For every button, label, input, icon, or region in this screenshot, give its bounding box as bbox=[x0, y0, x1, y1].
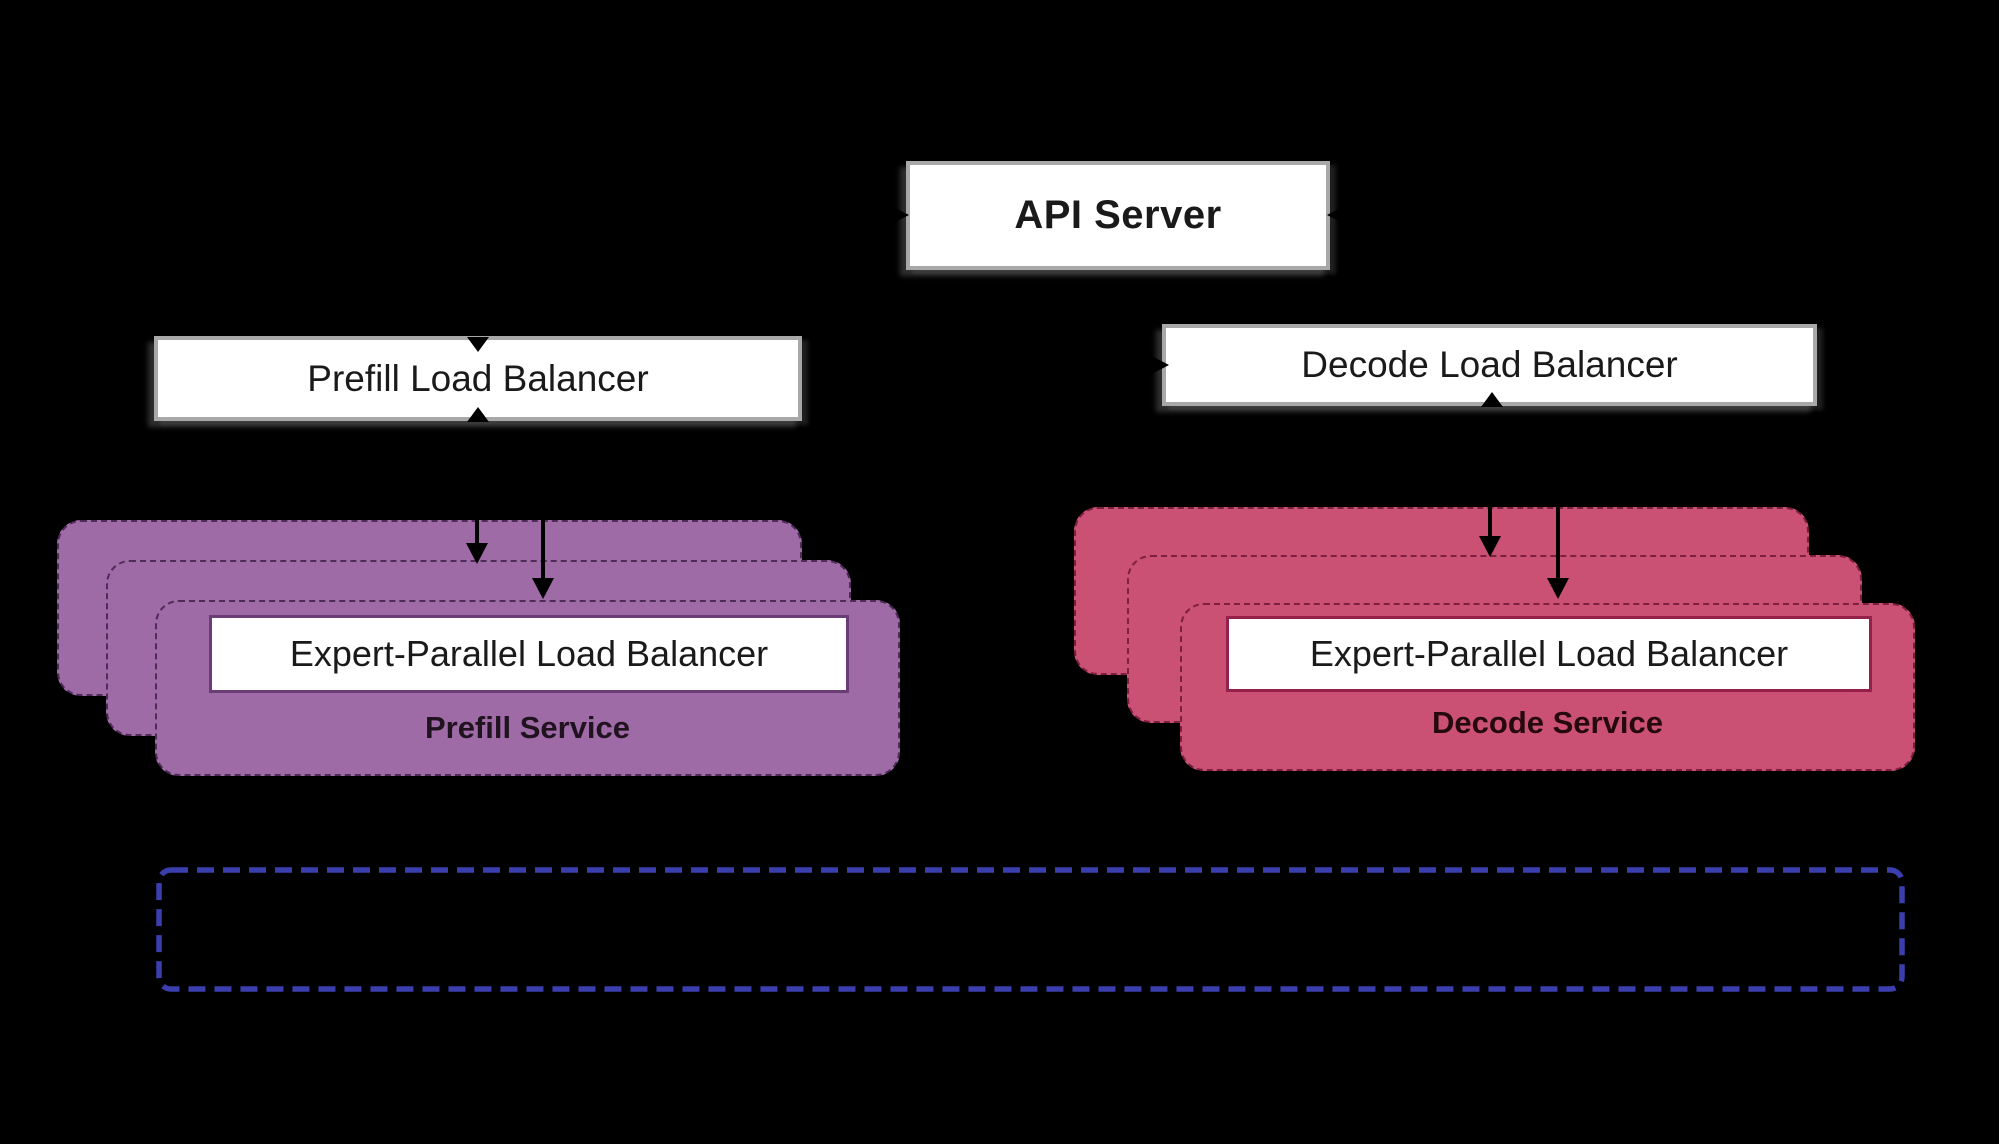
arrow-head-prefill-2-icon bbox=[532, 578, 554, 599]
decode-load-balancer-label: Decode Load Balancer bbox=[1301, 344, 1678, 385]
prefill-eplb-label: Expert-Parallel Load Balancer bbox=[289, 633, 769, 674]
arrow-into-api-right-icon bbox=[1327, 203, 1350, 227]
decode-eplb-label: Expert-Parallel Load Balancer bbox=[1309, 633, 1789, 674]
arrow-into-decode-lb-bottom-icon bbox=[1481, 392, 1503, 407]
cluster-boundary-rect bbox=[156, 867, 1905, 992]
cluster-boundary bbox=[156, 867, 1905, 992]
arrow-into-prefill-lb-bottom-icon bbox=[467, 407, 489, 422]
api-server-node: API Server bbox=[906, 161, 1330, 270]
arrow-head-prefill-1-icon bbox=[466, 543, 488, 564]
arrow-line-decode-1 bbox=[1488, 506, 1492, 537]
prefill-service-label: Prefill Service bbox=[424, 710, 631, 745]
decode-service-label: Decode Service bbox=[1432, 705, 1663, 740]
arrow-head-decode-1-icon bbox=[1479, 536, 1501, 557]
api-server-label: API Server bbox=[1014, 193, 1222, 237]
arrow-line-prefill-2 bbox=[541, 519, 545, 579]
decode-eplb-box: Expert-Parallel Load Balancer bbox=[1226, 616, 1872, 692]
arrow-head-decode-2-icon bbox=[1547, 578, 1569, 599]
arrow-into-prefill-lb-top-icon bbox=[467, 337, 489, 352]
prefill-load-balancer-label: Prefill Load Balancer bbox=[307, 357, 649, 399]
decode-replica-front: Expert-Parallel Load Balancer Decode Ser… bbox=[1180, 603, 1915, 771]
prefill-eplb-box: Expert-Parallel Load Balancer bbox=[209, 615, 849, 693]
arrow-into-decode-lb-left-icon bbox=[1146, 353, 1169, 377]
arrow-line-prefill-1 bbox=[475, 519, 479, 544]
arrow-into-api-left-icon bbox=[886, 203, 909, 227]
arrow-line-decode-2 bbox=[1556, 506, 1560, 579]
prefill-replica-front: Expert-Parallel Load Balancer Prefill Se… bbox=[155, 600, 900, 776]
